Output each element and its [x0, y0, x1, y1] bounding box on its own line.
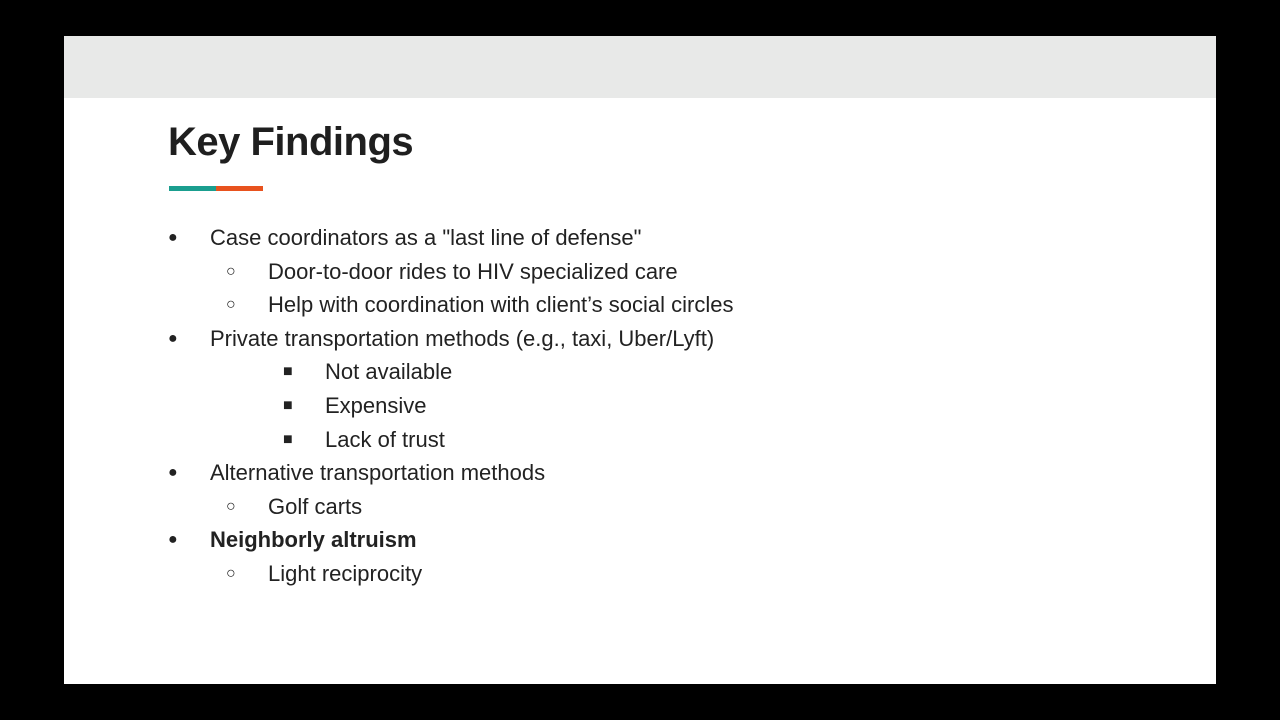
bullet-text: Door-to-door rides to HIV specialized ca…: [268, 258, 678, 284]
square-bullet-icon: ■: [283, 396, 293, 414]
bullet-text: Private transportation methods (e.g., ta…: [210, 325, 715, 351]
hollow-circle-bullet-icon: ○: [226, 564, 236, 582]
slide-title: Key Findings: [168, 120, 414, 164]
bullet-text: Help with coordination with client’s soc…: [268, 292, 734, 318]
square-bullet-icon: ■: [283, 363, 293, 381]
filled-circle-bullet-icon: ●: [168, 464, 178, 482]
accent-segment-orange: [216, 186, 263, 191]
slide-header-band: [64, 36, 1216, 98]
hollow-circle-bullet-icon: ○: [226, 262, 236, 280]
slide: Key Findings ● Case coordinators as a "la…: [64, 36, 1216, 684]
filled-circle-bullet-icon: ●: [168, 329, 178, 347]
bullet-text: Neighborly altruism: [210, 527, 417, 553]
bullet-text: Lack of trust: [325, 426, 445, 452]
bullet-text: Expensive: [325, 392, 427, 418]
bullet-text: Not available: [325, 359, 453, 385]
bullet-text: Light reciprocity: [268, 560, 423, 586]
bullet-text: Case coordinators as a "last line of def…: [210, 225, 642, 250]
filled-circle-bullet-icon: ●: [168, 531, 178, 549]
bullet-text: Golf carts: [268, 493, 363, 519]
bullet-text: Alternative transportation methods: [210, 460, 546, 486]
hollow-circle-bullet-icon: ○: [226, 497, 236, 515]
accent-segment-teal: [169, 186, 216, 191]
filled-circle-bullet-icon: ●: [168, 229, 178, 246]
square-bullet-icon: ■: [283, 430, 293, 448]
hollow-circle-bullet-icon: ○: [226, 296, 236, 314]
title-accent-bar: [169, 186, 263, 191]
